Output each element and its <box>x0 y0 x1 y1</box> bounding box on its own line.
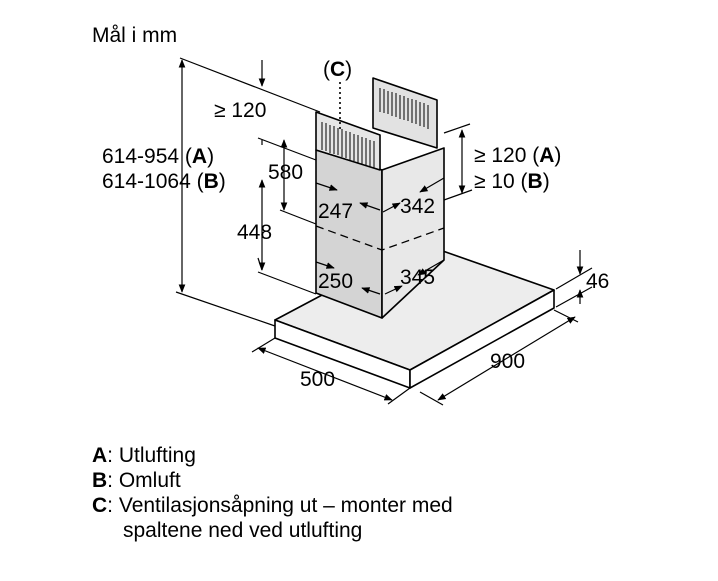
canopy-height-label: 46 <box>586 270 609 293</box>
legend-row-b: B: Omluft <box>92 468 453 493</box>
right-clearance-b-label: ≥ 10 (B) <box>474 170 550 193</box>
chimney <box>315 77 445 319</box>
legend-row-a: A: Utlufting <box>92 443 453 468</box>
legend: A: Utlufting B: Omluft C: Ventilasjonsåp… <box>92 443 453 543</box>
lower-depth-label: 345 <box>400 266 435 289</box>
vent-grille-front <box>321 122 375 168</box>
chimney-bottom-label: 448 <box>237 221 272 244</box>
hood-dimension-drawing: Mål i mm (C) ≥ 120 580 448 614-954 (A) 6… <box>92 24 609 406</box>
upper-width-label: 247 <box>318 200 353 223</box>
chimney-top-shell-front <box>315 111 381 171</box>
lower-width-label: 250 <box>318 270 353 293</box>
legend-text: : Ventilasjonsåpning ut – monter med <box>107 494 453 517</box>
legend-row-c-continuation: spaltene ned ved utlufting <box>123 519 363 542</box>
top-clearance-label: ≥ 120 <box>214 99 266 122</box>
chimney-top-shell-back <box>372 77 438 149</box>
vent-callout: (C) <box>323 58 352 81</box>
total-height-a-label: 614-954 (A) <box>102 145 214 168</box>
chimney-split-line <box>315 225 445 251</box>
total-height-b-label: 614-1064 (B) <box>102 170 226 193</box>
legend-key: A <box>92 444 108 467</box>
upper-depth-label: 342 <box>400 195 435 218</box>
legend-text: : Utlufting <box>107 444 196 467</box>
vent-grille-back <box>379 88 429 129</box>
legend-row-c: C: Ventilasjonsåpning ut – monter med <box>92 493 453 518</box>
canopy-width-label: 900 <box>490 350 525 373</box>
canopy-depth-label: 500 <box>300 368 335 391</box>
units-label: Mål i mm <box>92 24 177 47</box>
chimney-top-label: 580 <box>268 161 303 184</box>
legend-key: C <box>92 494 108 517</box>
dimension-lines <box>175 57 593 406</box>
legend-text: : Omluft <box>107 469 181 492</box>
vent-slots <box>321 88 429 168</box>
legend-key: B <box>92 469 108 492</box>
right-clearance-a-label: ≥ 120 (A) <box>474 144 561 167</box>
